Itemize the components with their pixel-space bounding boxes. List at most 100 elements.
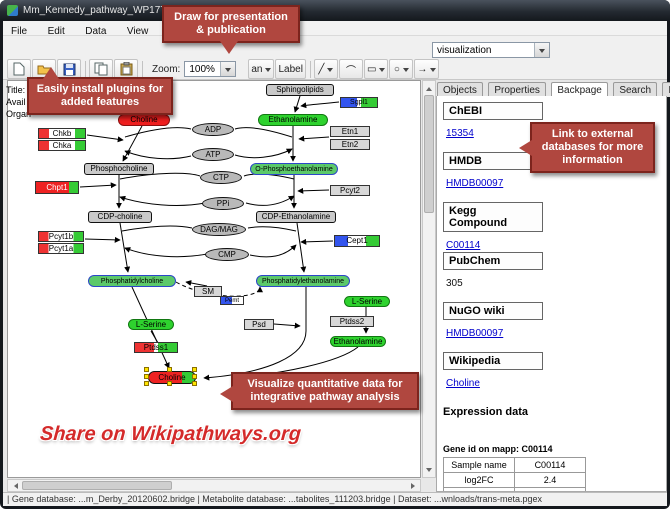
new-file-button[interactable] (7, 59, 31, 79)
node-pcyt1b[interactable]: Pcyt1b (38, 231, 84, 242)
node-phosphatidylcholine[interactable]: Phosphatidylcholine (88, 275, 176, 287)
info-title-label: Title: (6, 85, 26, 95)
ellipse-tool-button[interactable]: ○ (389, 59, 414, 79)
menu-data[interactable]: Data (85, 26, 107, 37)
arc-tool-button[interactable]: ⌒ (338, 59, 363, 79)
datanode-tool-button[interactable]: an (248, 59, 275, 79)
node-l-serine-right[interactable]: L-Serine (344, 296, 390, 307)
tab-legend[interactable]: Legend (662, 82, 670, 97)
node-o-phosphoethanolamine[interactable]: O-Phosphoethanolamine (250, 163, 338, 175)
node-ptdss1[interactable]: Ptdss1 (134, 342, 178, 353)
vertical-scroll-thumb[interactable] (424, 95, 434, 213)
selection-handle[interactable] (192, 381, 197, 386)
scroll-down-button[interactable] (423, 465, 435, 477)
zoom-label: Zoom: (152, 63, 181, 75)
node-dag-mag[interactable]: DAG/MAG (192, 223, 246, 236)
tab-backpage[interactable]: Backpage (551, 82, 608, 97)
pathway-canvas[interactable]: Sphingolipids Sgpl1 Ethanolamine Etn1 Et… (7, 80, 421, 478)
node-chka[interactable]: Chka (38, 140, 86, 151)
node-ctp[interactable]: CTP (200, 171, 242, 184)
callout-install-plugins: Easily install plugins for added feature… (27, 67, 173, 115)
save-button[interactable] (57, 59, 81, 79)
node-psd[interactable]: Psd (244, 319, 274, 330)
connector-tool-button[interactable]: → (414, 59, 440, 79)
menu-edit[interactable]: Edit (47, 26, 65, 37)
pathway-info-labels: Title: Avail Organ (6, 84, 31, 120)
node-chkb[interactable]: Chkb (38, 128, 86, 139)
line-tool-button[interactable]: ╱ (313, 59, 338, 79)
chevron-down-icon[interactable] (534, 43, 549, 57)
chevron-down-icon (265, 67, 272, 75)
chebi-id-link[interactable]: 15354 (446, 128, 474, 139)
node-choline[interactable]: Choline (118, 114, 170, 126)
node-cmp[interactable]: CMP (205, 248, 249, 261)
visualization-value: visualization (437, 44, 492, 56)
node-phosphocholine[interactable]: Phosphocholine (84, 163, 154, 175)
node-cept1[interactable]: Cept1 (334, 235, 380, 247)
node-adp[interactable]: ADP (192, 123, 234, 136)
node-l-serine-left[interactable]: L-Serine (128, 319, 174, 330)
toolbar: visualization Zoom: 100% (3, 36, 667, 80)
selection-handle[interactable] (192, 367, 197, 372)
selection-handle[interactable] (167, 381, 172, 386)
node-pemt[interactable]: Pemt (220, 296, 244, 305)
node-atp[interactable]: ATP (192, 148, 234, 161)
node-etn1[interactable]: Etn1 (330, 126, 370, 137)
label-tool-label: Label (278, 63, 303, 75)
title-bar[interactable]: Mm_Kennedy_pathway_WP1771_45176.gpml (0, 0, 670, 21)
chevron-down-icon (430, 67, 437, 75)
node-phosphatidylethanolamine[interactable]: Phosphatidylethanolamine (256, 275, 350, 287)
node-pcyt1a[interactable]: Pcyt1a (38, 243, 84, 254)
table-row: pvalue 7.80252E-4 (443, 487, 586, 491)
tab-search[interactable]: Search (613, 82, 658, 97)
tab-properties[interactable]: Properties (488, 82, 546, 97)
menu-file[interactable]: File (11, 26, 28, 37)
tab-objects[interactable]: Objects (437, 82, 483, 97)
nugo-id-link[interactable]: HMDB00097 (446, 328, 504, 339)
selection-handle[interactable] (144, 374, 149, 379)
node-choline-selected[interactable]: Choline (148, 371, 196, 384)
table-cell: Sample name (443, 457, 515, 473)
line-icon: ╱ (318, 63, 325, 75)
node-pcyt2[interactable]: Pcyt2 (330, 185, 370, 196)
node-ethanolamine-bottom[interactable]: Ethanolamine (330, 336, 386, 347)
horizontal-scrollbar[interactable] (7, 479, 421, 492)
chevron-down-icon[interactable] (220, 62, 236, 76)
nugo-heading: NuGO wiki (443, 302, 543, 320)
copy-button[interactable] (89, 59, 113, 79)
selection-handle[interactable] (144, 367, 149, 372)
copy-icon (94, 62, 108, 76)
chebi-heading: ChEBI (443, 102, 543, 120)
vertical-scrollbar[interactable] (422, 80, 436, 478)
node-sgpl1[interactable]: Sgpl1 (340, 97, 378, 108)
node-ptdss2[interactable]: Ptdss2 (330, 316, 374, 327)
kegg-id-link[interactable]: C00114 (446, 240, 481, 251)
hmdb-id-link[interactable]: HMDB00097 (446, 178, 504, 189)
zoom-value: 100% (189, 63, 215, 75)
node-sm[interactable]: SM (194, 286, 222, 297)
rectangle-tool-button[interactable]: ▭ (363, 59, 389, 79)
scroll-left-button[interactable] (8, 480, 20, 492)
node-etn2[interactable]: Etn2 (330, 139, 370, 150)
node-cdp-ethanolamine[interactable]: CDP-Ethanolamine (256, 211, 336, 223)
node-sphingolipids[interactable]: Sphingolipids (266, 84, 334, 96)
node-cdp-choline[interactable]: CDP-choline (88, 211, 152, 223)
node-ethanolamine[interactable]: Ethanolamine (258, 114, 328, 126)
app-icon (7, 5, 18, 16)
node-ppi[interactable]: PPi (202, 197, 244, 210)
horizontal-scroll-thumb[interactable] (22, 481, 172, 490)
paste-button[interactable] (114, 59, 138, 79)
info-organism-label: Organ (6, 109, 32, 119)
selection-handle[interactable] (192, 374, 197, 379)
menu-view[interactable]: View (126, 26, 149, 37)
node-chpt1[interactable]: Chpt1 (35, 181, 79, 194)
scroll-right-button[interactable] (408, 480, 420, 492)
selection-handle[interactable] (144, 381, 149, 386)
wikipedia-link[interactable]: Choline (446, 378, 480, 389)
scroll-up-button[interactable] (423, 81, 435, 93)
label-tool-button[interactable]: Label (275, 59, 306, 79)
visualization-select[interactable]: visualization (432, 42, 550, 58)
zoom-select[interactable]: 100% (184, 61, 237, 77)
selection-handle[interactable] (167, 367, 172, 372)
table-row: Sample name C00114 (443, 457, 586, 473)
